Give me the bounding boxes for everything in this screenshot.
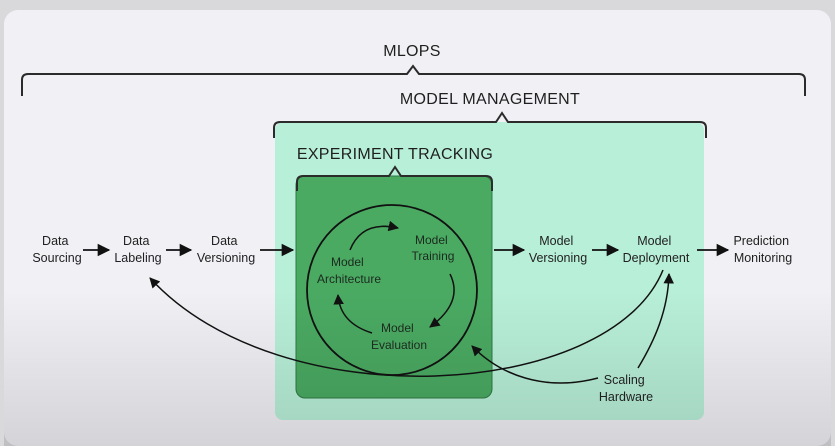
model-versioning-label: Model Versioning	[529, 234, 587, 265]
data-labeling-line-2: Labeling	[114, 251, 161, 265]
prediction-monitoring-label: Prediction Monitoring	[733, 234, 792, 265]
prediction-monitoring-line-2: Monitoring	[734, 251, 792, 265]
arrow-scaling-to-deployment	[637, 272, 674, 369]
model-deployment-line-1: Model	[637, 234, 671, 248]
model-management-title: MODEL MANAGEMENT	[400, 91, 580, 108]
mlops-title: MLOPS	[383, 43, 441, 60]
mlops-bracket	[21, 64, 806, 96]
arrow-deployment-to-labeling	[149, 269, 664, 377]
model-management-bracket	[273, 111, 707, 138]
model-evaluation-line-1: Model	[381, 321, 414, 335]
model-architecture-line-2: Architecture	[317, 272, 381, 286]
data-versioning-line-2: Versioning	[197, 251, 255, 265]
model-evaluation-line-2: Evaluation	[371, 338, 427, 352]
prediction-monitoring-line-1: Prediction	[733, 234, 789, 248]
model-training-label: Model Training	[412, 233, 455, 263]
data-labeling-line-1: Data	[123, 234, 149, 248]
arrow-architecture-to-training	[349, 220, 400, 251]
arrow-evaluation-to-architecture	[333, 293, 373, 334]
experiment-tracking-bracket	[296, 165, 493, 191]
model-training-line-2: Training	[412, 249, 455, 263]
scaling-hardware-line-1: Scaling	[604, 373, 645, 387]
data-versioning-label: Data Versioning	[197, 234, 255, 265]
data-sourcing-label: Data Sourcing	[32, 234, 81, 265]
arrow-training-to-evaluation	[429, 273, 455, 328]
data-labeling-label: Data Labeling	[114, 234, 161, 265]
scaling-hardware-label: Scaling Hardware	[599, 373, 653, 404]
bottom-shade	[4, 290, 831, 446]
model-architecture-label: Model Architecture	[317, 255, 381, 286]
arrow-scaling-to-experiment	[471, 345, 599, 384]
data-sourcing-line-1: Data	[42, 234, 68, 248]
model-versioning-line-1: Model	[539, 234, 573, 248]
model-architecture-line-1: Model	[331, 255, 364, 269]
data-versioning-line-1: Data	[211, 234, 237, 248]
data-sourcing-line-2: Sourcing	[32, 251, 81, 265]
model-deployment-label: Model Deployment	[623, 234, 690, 265]
model-training-line-1: Model	[415, 233, 448, 247]
model-deployment-line-2: Deployment	[623, 251, 690, 265]
scaling-hardware-line-2: Hardware	[599, 390, 653, 404]
experiment-tracking-title: EXPERIMENT TRACKING	[297, 146, 493, 163]
model-evaluation-label: Model Evaluation	[371, 321, 427, 352]
model-versioning-line-2: Versioning	[529, 251, 587, 265]
